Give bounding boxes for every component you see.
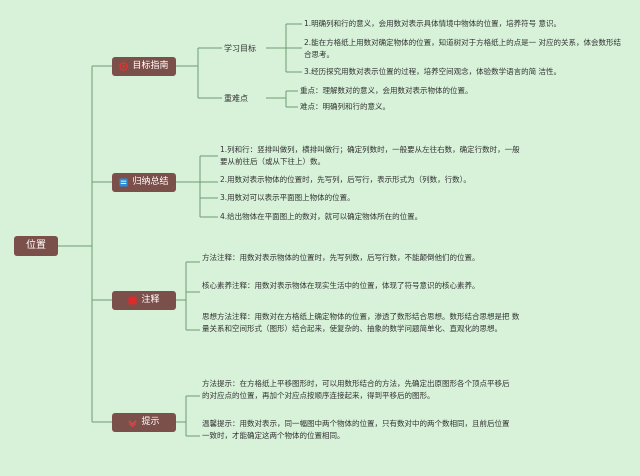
note-item-method: 方法注释：用数对表示物体的位置时，先写列数，后写行数，不能颠倒他们的位置。 [202,253,480,262]
branch-hints[interactable]: 提示 [112,413,176,432]
branch-summary-label: 归纳总结 [132,177,169,187]
goal-item-1: 1.明确列和行的意义，会用数对表示具体情境中物体的位置，培养符号 意识。 [304,19,562,28]
branch-notes[interactable]: 注释 [112,291,176,310]
branch-hints-label: 提示 [141,417,160,427]
branch-goals-label: 目标指南 [132,61,169,71]
note-item-literacy: 核心素养注释：用数对表示物体在现实生活中的位置，体现了符号意识的核心素养。 [202,281,480,290]
root-node[interactable]: 位置 [14,236,58,256]
subtopic-learning-goals[interactable]: 学习目标 [224,44,256,53]
target-icon [119,62,129,71]
connector-g2 [266,90,298,108]
key-point: 重点：理解数对的意义，会用数对表示物体的位置。 [300,86,473,95]
difficult-point: 难点：明确列和行的意义。 [300,102,390,111]
goal-item-2: 2.能在方格纸上用数对确定物体的位置，知道树对于方格纸上的点是一 对应的关系，体… [304,38,622,59]
summary-item-4: 4.给出物体在平面图上的数对，就可以确定物体所在的位置。 [220,212,423,221]
goal-item-3: 3.经历探究用数对表示位置的过程，培养空间观念，体验数学语言的简 洁性。 [304,67,562,76]
summary-item-2: 2.用数对表示物体的位置时，先写列，后写行，表示形式为（列数，行数）。 [220,175,471,184]
subtopic-key-points[interactable]: 重难点 [224,94,248,103]
summary-item-3: 3.用数对可以表示平面图上物体的位置。 [220,193,355,202]
connector-b2-fan [176,155,218,218]
summary-item-1: 1.列和行：竖排叫做列，横排叫做行；确定列数时，一般要从左往右数，确定行数时，一… [220,145,520,166]
note-icon [128,296,138,305]
hint-item-method: 方法提示：在方格纸上平移图形时，可以用数形结合的方法，先确定出原图形各个顶点平移… [202,379,510,400]
hint-icon [128,420,138,427]
branch-summary[interactable]: 归纳总结 [112,173,176,192]
connector-b3-fan [176,261,200,331]
hint-item-reminder: 温馨提示：用数对表示，同一幅图中两个物体的位置，只有数对中的两个数相同，且前后位… [202,419,510,440]
branch-goals[interactable]: 目标指南 [112,57,176,76]
connector-b4-fan [176,395,200,437]
connector-b1-trunk [176,47,222,99]
connector-g1 [266,23,302,73]
note-item-thinking: 思想方法注释：用数对在方格纸上确定物体的位置，渗透了数形结合思想。数形结合思想是… [202,312,520,333]
branch-notes-label: 注释 [141,295,160,305]
summary-icon [119,178,129,187]
